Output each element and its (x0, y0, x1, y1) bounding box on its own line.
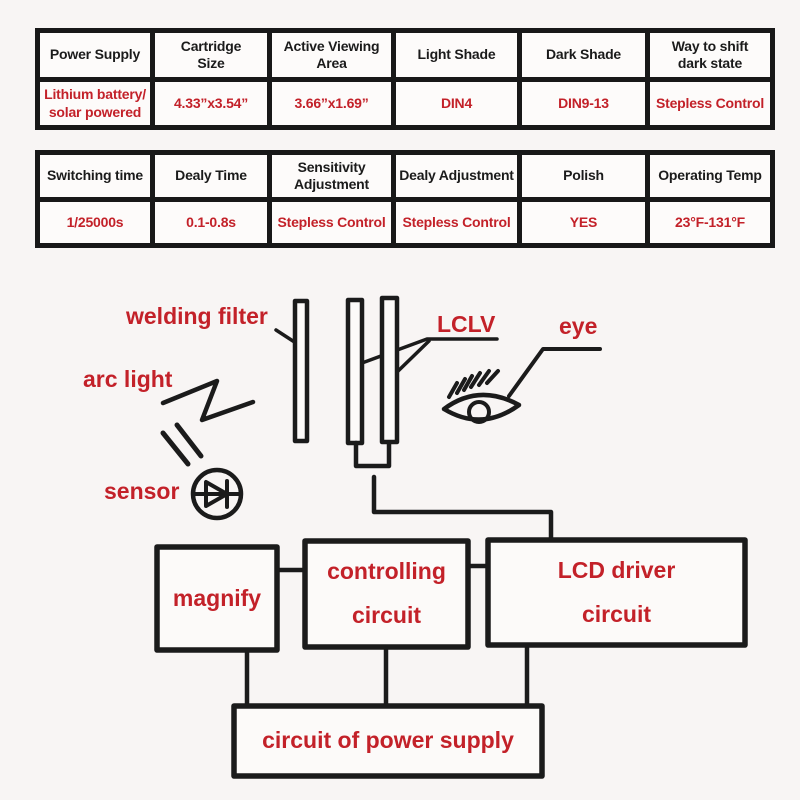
spec-value-row: 1/25000s 0.1-0.8s Stepless Control Stepl… (35, 197, 775, 248)
spec-value-cell: 3.66”x1.69” (267, 77, 396, 130)
eye-leader-line (507, 347, 602, 398)
spec-header-cell: Light Shade (391, 28, 522, 82)
spec-header-cell: Cartridge Size (150, 28, 272, 82)
spec-header-cell: Active Viewing Area (267, 28, 396, 82)
spec-value-cell: Stepless Control (645, 77, 775, 130)
sensor-label: sensor (104, 478, 180, 504)
spec-header-cell: Power Supply (35, 28, 155, 82)
spec-value-cell: YES (517, 197, 650, 248)
light-ray-icon (160, 430, 191, 467)
spec-table-top: Power Supply Cartridge Size Active Viewi… (35, 28, 775, 130)
spec-header-cell: Operating Temp (645, 150, 775, 202)
arc-light-label: arc light (83, 366, 173, 392)
lclv-leader-line-2 (393, 339, 431, 376)
power-supply-box-label: circuit of power supply (262, 727, 514, 754)
lclv-to-lcd-wire (371, 474, 554, 544)
lclv-bracket (353, 440, 392, 469)
spec-header-cell: Dark Shade (517, 28, 650, 82)
spec-header-cell: Dealy Adjustment (391, 150, 522, 202)
spec-header-cell: Dealy Time (150, 150, 272, 202)
spec-table-bottom: Switching time Dealy Time Sensitivity Ad… (35, 150, 775, 248)
spec-value-cell: 0.1-0.8s (150, 197, 272, 248)
spec-value-cell: 1/25000s (35, 197, 155, 248)
controlling-circuit-box-label: controlling circuit (327, 558, 446, 628)
eye-icon (441, 369, 522, 424)
controlling-circuit-box (302, 538, 471, 650)
spec-value-cell: Stepless Control (267, 197, 396, 248)
spec-header-row: Power Supply Cartridge Size Active Viewi… (35, 28, 775, 82)
spec-value-row: Lithium battery/ solar powered 4.33”x3.5… (35, 77, 775, 130)
lcd-driver-circuit-box-label: LCD driver circuit (557, 556, 676, 627)
welding-filter-plate (292, 298, 310, 444)
spec-header-cell: Sensitivity Adjustment (267, 150, 396, 202)
power-supply-box (231, 703, 545, 779)
spec-header-row: Switching time Dealy Time Sensitivity Ad… (35, 150, 775, 202)
lclv-plate-left (345, 297, 365, 446)
spec-header-cell: Switching time (35, 150, 155, 202)
spec-value-cell: Lithium battery/ solar powered (35, 77, 155, 130)
welding-filter-label: welding filter (126, 303, 268, 329)
light-ray-icon (174, 422, 204, 459)
arc-light-zigzag (160, 378, 256, 423)
lcd-driver-circuit-box (485, 537, 748, 648)
spec-header-cell: Polish (517, 150, 650, 202)
sensor-photodiode-icon (190, 467, 244, 521)
magnify-box-label: magnify (172, 584, 262, 611)
lclv-plate-right (379, 295, 400, 445)
welding-filter-leader-line (274, 328, 298, 345)
spec-header-cell: Way to shift dark state (645, 28, 775, 82)
spec-value-cell: DIN9-13 (517, 77, 650, 130)
spec-value-cell: 4.33”x3.54” (150, 77, 272, 130)
magnify-box (154, 544, 280, 653)
eye-label: eye (559, 313, 598, 339)
lclv-label: LCLV (437, 311, 496, 337)
spec-value-cell: Stepless Control (391, 197, 522, 248)
spec-value-cell: 23°F-131°F (645, 197, 775, 248)
spec-value-cell: DIN4 (391, 77, 522, 130)
